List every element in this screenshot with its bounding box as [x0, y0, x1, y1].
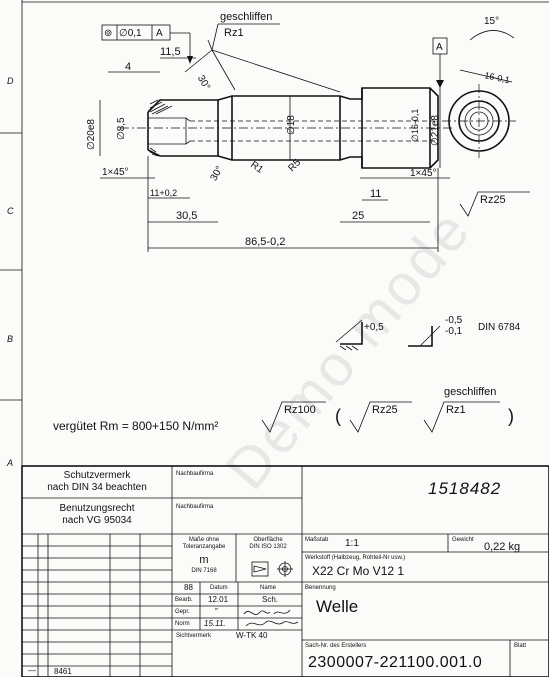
rz100: Rz100	[284, 404, 316, 416]
dim-d8-5: ∅8,5	[116, 117, 127, 140]
dim-25: 25	[352, 210, 364, 222]
protection-note-1: Schutzvermerk	[63, 470, 131, 481]
drawn-label: Bearb.	[175, 597, 193, 603]
protection-note-2: nach DIN 34 beachten	[47, 482, 147, 493]
dim-11: 11	[370, 188, 381, 200]
dim-4: 4	[125, 61, 131, 73]
dim-30deg-bot: 30°	[209, 164, 226, 183]
angle-15: 15°	[484, 16, 499, 27]
standard-date: 15.11.	[204, 619, 226, 628]
dim-11-plus: 11+0,2	[150, 188, 177, 198]
checked-date: ″	[215, 607, 218, 616]
dim-d16: ∅16-0,1	[410, 109, 420, 142]
scale-value: 1:1	[345, 538, 359, 549]
general-tolerance-label-1: Maße ohne	[188, 537, 220, 543]
signature-marks	[243, 609, 299, 627]
dim-16-side: 16-0,1	[484, 70, 511, 85]
tolerance-value: ∅0,1	[119, 28, 142, 39]
approval-value: W-TK 40	[236, 631, 268, 640]
dim-30deg-top: 30°	[195, 74, 212, 93]
ground-note-2: geschliffen	[444, 386, 496, 398]
dim-chamfer-left: 1×45°	[102, 167, 129, 178]
date-header: Datum	[210, 585, 228, 591]
nachbaufirma-2: Nachbaufirma	[176, 504, 214, 510]
treatment-text: vergütet Rm = 800+150 N/mm²	[53, 419, 218, 433]
general-tolerance-label-2: Toleranzangabe	[182, 544, 226, 550]
sheet-label: Blatt	[514, 643, 527, 649]
dim-d20e8: ∅20e8	[86, 119, 97, 150]
part-number-label: Sach-Nr. des Erstellers	[305, 643, 367, 649]
drawn-name: Sch.	[262, 595, 279, 604]
tolerance-class: m	[199, 554, 209, 566]
paren-open: (	[335, 406, 341, 426]
rz1-note: Rz1	[224, 27, 244, 39]
approval-label: Sichtvermerk	[176, 633, 212, 639]
part-title: Welle	[316, 597, 359, 616]
dim-11-5: 11,5	[160, 46, 181, 58]
surface-label-2: DIN ISO 1302	[249, 544, 287, 550]
drawing-number: 1518482	[428, 479, 502, 498]
datum-reference: A	[156, 28, 163, 39]
ground-note: geschliffen	[220, 11, 272, 23]
zone-label-c: C	[7, 206, 14, 216]
edge-condition-symbols: +0,5 -0,5 -0,1 DIN 6784	[335, 315, 521, 351]
weight-value: 0,22 kg	[484, 541, 521, 553]
shaft-end-view: A 15° 16-0,1	[432, 16, 516, 158]
scale-label: Maßstab	[305, 537, 329, 543]
drawn-date: 12.01	[208, 595, 229, 604]
dim-30-5: 30,5	[176, 210, 197, 222]
title-block-frame	[21, 465, 549, 678]
zone-label-d: D	[7, 76, 14, 86]
dimensions: 11,5 4 30° ∅20e8 ∅8,5 ∅18 ∅16-0,1 ∅21e8 …	[86, 46, 450, 252]
dim-86-5: 86,5-0,2	[245, 236, 285, 248]
part-number: 2300007-221100.001.0	[308, 654, 483, 671]
title-label: Benennung	[305, 585, 336, 591]
paren-close: )	[508, 406, 514, 426]
edge-plus-05: +0,5	[364, 322, 384, 333]
surface-label-1: Oberfläche	[253, 537, 283, 543]
material-label: Werkstoff (Halbzeug, Rohteil-Nr usw.)	[305, 555, 406, 561]
dim-chamfer-right: 1×45°	[410, 168, 437, 179]
dim-d18: ∅18	[286, 115, 297, 135]
feature-control-frame: ⊚ ∅0,1 A	[101, 24, 193, 64]
dim-d21e8: ∅21e8	[430, 115, 441, 146]
zone-label-b: B	[7, 334, 13, 344]
usage-note-2: nach VG 95034	[62, 515, 132, 526]
checked-label: Gepr.	[175, 609, 190, 615]
rz1: Rz1	[446, 404, 466, 416]
edge-minus-01: -0,1	[445, 326, 463, 337]
standard-label: Norm	[175, 621, 190, 627]
usage-note-1: Benutzungsrecht	[59, 503, 135, 514]
din-6784: DIN 6784	[478, 322, 521, 333]
rz25-side: Rz25	[480, 194, 506, 206]
nachbaufirma-1: Nachbaufirma	[176, 471, 214, 477]
rz25: Rz25	[372, 404, 398, 416]
revision-number: 8461	[54, 667, 72, 676]
dim-r1: R1	[248, 159, 265, 176]
weight-label: Gewicht	[452, 537, 474, 543]
din-7168: DIN 7168	[191, 568, 217, 574]
surface-finish-top: geschliffen Rz1	[184, 11, 341, 93]
shaft-side-view	[120, 87, 452, 169]
treatment-note: vergütet Rm = 800+150 N/mm² Rz100 ( Rz25…	[53, 386, 514, 433]
material-value: X22 Cr Mo V12 1	[312, 564, 405, 578]
revision-88: 88	[184, 583, 193, 592]
surface-symbol-rz25: Rz25	[459, 191, 530, 217]
zone-label-a: A	[6, 458, 13, 468]
datum-a-right: A	[436, 42, 443, 53]
concentricity-symbol: ⊚	[104, 28, 112, 39]
name-header: Name	[260, 585, 277, 591]
revision-dash: —	[28, 666, 36, 675]
edge-minus-05: -0,5	[445, 315, 463, 326]
